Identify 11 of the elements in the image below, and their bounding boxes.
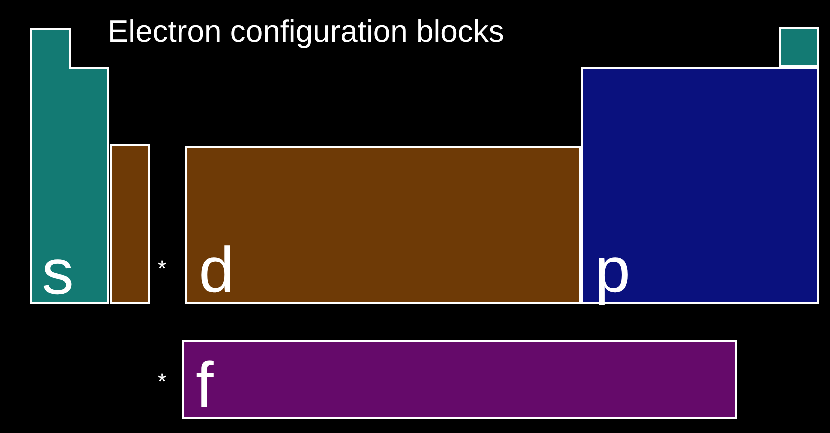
block-region (581, 67, 819, 304)
block-letter: f (196, 353, 214, 417)
asterisk-mark: * (158, 369, 167, 395)
block-region (110, 144, 150, 304)
diagram-title: Electron configuration blocks (108, 14, 504, 50)
asterisk-mark: * (158, 256, 167, 282)
block-region (185, 146, 581, 304)
block-letter: s (42, 240, 74, 304)
block-region (182, 340, 737, 419)
block-letter: d (199, 238, 235, 302)
block-region (779, 27, 819, 67)
